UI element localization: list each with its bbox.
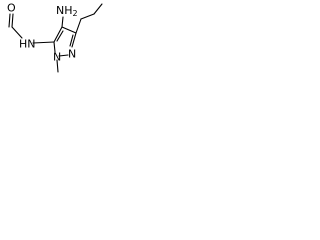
bond-c3-n2 — [71, 32, 77, 48]
bond-c-o-double-b — [8, 13, 11, 28]
bond-c5-c4-double — [56, 30, 64, 42]
bond-nh-cho — [11, 26, 23, 39]
bond-c4-c3 — [61, 26, 77, 34]
amide-nh-label: HN — [19, 38, 36, 51]
carbonyl-oxygen-label: O — [7, 2, 16, 15]
bond-n1-c5 — [53, 41, 56, 53]
bond-c4-nh2 — [61, 16, 64, 28]
amino-subscript-text: 2 — [73, 9, 78, 18]
bond-c3-n2-double — [69, 34, 74, 47]
structure-diagram: NH2 HN O N N — [7, 2, 103, 73]
bond-n2-n1 — [58, 54, 69, 57]
ring-nitrogen-n2-label: N — [68, 48, 76, 61]
bond-propyl-1 — [75, 18, 82, 34]
ring-nitrogen-n1-label: N — [53, 51, 61, 64]
bond-n1-methyl — [56, 59, 59, 73]
bond-c-o-double-a — [11, 13, 14, 28]
bond-propyl-3 — [93, 3, 103, 15]
bond-propyl-2 — [80, 13, 95, 20]
amino-group-label: NH2 — [56, 4, 78, 18]
bond-c5-c4 — [53, 26, 63, 43]
amino-nh-text: NH — [56, 4, 73, 17]
bond-c5-nh — [32, 41, 55, 44]
